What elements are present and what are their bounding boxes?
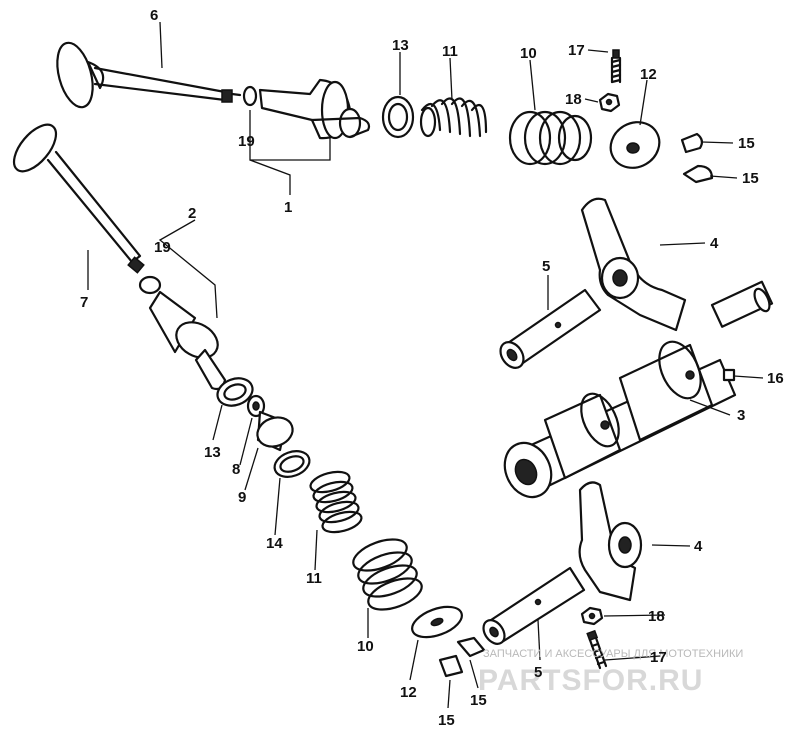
cotter-15-left-a bbox=[438, 654, 464, 678]
callout-19-left: 19 bbox=[154, 239, 171, 256]
callout-10-top: 10 bbox=[520, 45, 537, 62]
rocker-shaft-5-bottom bbox=[482, 566, 586, 645]
callout-10-left: 10 bbox=[357, 638, 374, 655]
exhaust-valve-top bbox=[56, 41, 242, 109]
leader-lines bbox=[87, 21, 764, 709]
callout-15-left-a: 15 bbox=[438, 712, 455, 729]
watermark: ЗАПЧАСТИ И АКСЕССУАРЫ ДЛЯ МОТОТЕХНИКИ PA… bbox=[478, 648, 743, 697]
callout-19-top: 19 bbox=[238, 133, 255, 150]
camshaft bbox=[503, 280, 774, 499]
cotter-15-left-b bbox=[456, 636, 486, 658]
callout-7: 7 bbox=[80, 294, 88, 311]
spring-seat-9 bbox=[256, 410, 294, 452]
rocker-arm-top bbox=[580, 197, 687, 332]
callout-3: 3 bbox=[737, 407, 745, 424]
watermark-logo: PARTSFOR.RU bbox=[478, 664, 703, 697]
callout-5-top: 5 bbox=[542, 258, 550, 275]
callout-14: 14 bbox=[266, 535, 283, 552]
callout-12-top: 12 bbox=[640, 66, 657, 83]
adjust-screw-17-top bbox=[610, 49, 622, 84]
o-ring-13-left bbox=[216, 377, 254, 407]
intake-valve-left bbox=[12, 123, 145, 274]
retainer-12-left bbox=[411, 605, 463, 639]
adjust-screw-17-bottom bbox=[586, 629, 608, 670]
cotter-15-top-b bbox=[682, 164, 714, 184]
callout-16: 16 bbox=[767, 370, 784, 387]
rocker-shaft-5-top bbox=[499, 288, 602, 369]
valve-seal-left bbox=[138, 275, 162, 295]
rocker-arm-bottom bbox=[578, 481, 643, 602]
cotter-15-top-a bbox=[680, 132, 704, 154]
callout-18-top: 18 bbox=[565, 91, 582, 108]
callout-4-bottom: 4 bbox=[694, 538, 703, 555]
callout-17-bottom: 17 bbox=[650, 649, 667, 666]
callout-13-top: 13 bbox=[392, 37, 409, 54]
retainer-12-top bbox=[609, 121, 661, 169]
valve-guide-left bbox=[148, 290, 227, 391]
locknut-18-bottom bbox=[580, 606, 604, 626]
callout-9: 9 bbox=[238, 489, 246, 506]
callout-6: 6 bbox=[150, 7, 158, 24]
callout-18-bottom: 18 bbox=[648, 608, 665, 625]
callout-numbers: 6 19 1 13 11 10 17 18 12 15 15 2 19 7 5 … bbox=[80, 7, 784, 729]
locknut-18-top bbox=[598, 92, 621, 113]
callout-17-top: 17 bbox=[568, 42, 585, 59]
valve-guide-top bbox=[258, 78, 371, 140]
outer-spring-10-left bbox=[352, 538, 423, 611]
valve-seal-top bbox=[242, 85, 258, 107]
watermark-tagline: ЗАПЧАСТИ И АКСЕССУАРЫ ДЛЯ МОТОТЕХНИКИ bbox=[483, 648, 743, 660]
o-ring-14 bbox=[273, 450, 311, 478]
o-ring-13-top bbox=[381, 95, 415, 139]
callout-12-left: 12 bbox=[400, 684, 417, 701]
callout-1: 1 bbox=[284, 199, 292, 216]
dowel-pin-16 bbox=[722, 368, 736, 382]
callout-13-left: 13 bbox=[204, 444, 221, 461]
callout-15-top-a: 15 bbox=[738, 135, 755, 152]
callout-4-top: 4 bbox=[710, 235, 719, 252]
callout-11-left: 11 bbox=[306, 570, 322, 587]
inner-spring-11-left bbox=[309, 470, 363, 534]
callout-15-left-b: 15 bbox=[470, 692, 487, 709]
callout-5-bottom: 5 bbox=[534, 664, 542, 681]
callout-11-top: 11 bbox=[442, 43, 458, 60]
outer-spring-10-top bbox=[508, 110, 593, 166]
callout-8: 8 bbox=[232, 461, 240, 478]
callout-2: 2 bbox=[188, 205, 196, 222]
callout-15-top-b: 15 bbox=[742, 170, 759, 187]
inner-spring-11-top bbox=[419, 97, 488, 138]
